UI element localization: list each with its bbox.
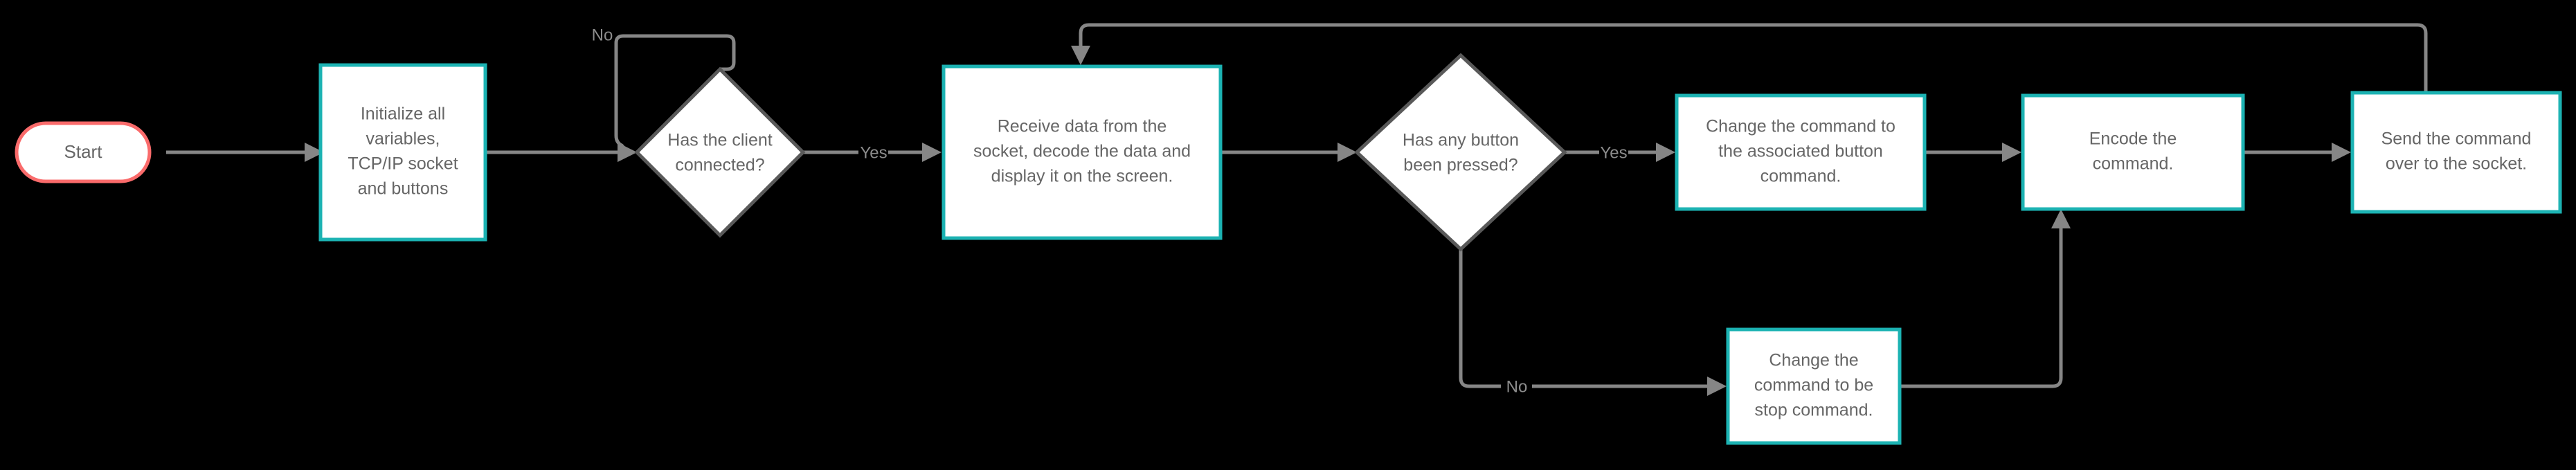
receive-shape: [942, 64, 1223, 240]
node-send[interactable]: Send the command over to the socket.: [2350, 91, 2562, 214]
nodes-group: Start Initialize all variables, TCP/IP s…: [15, 53, 2562, 445]
node-start[interactable]: Start: [15, 121, 152, 183]
receive-line-2: display it on the screen.: [991, 167, 1173, 186]
edge-client-check-no-loop: No: [592, 26, 736, 162]
node-init[interactable]: Initialize all variables, TCP/IP socket …: [318, 63, 487, 242]
change-assoc-line-1: the associated button: [1718, 142, 1883, 161]
edge-button-check-yes: Yes: [1565, 143, 1675, 162]
init-line-2: TCP/IP socket: [348, 154, 458, 174]
edge-init-to-client-check: [485, 143, 637, 162]
encode-shape: [2021, 93, 2245, 211]
init-line-0: Initialize all: [361, 105, 445, 124]
edge-label-no-button: No: [1506, 377, 1528, 396]
edge-start-to-init: [166, 143, 324, 162]
button-check-line-1: been pressed?: [1403, 156, 1517, 175]
client-check-line-0: Has the client: [667, 131, 773, 150]
edges-group: No Yes Yes: [166, 23, 2428, 396]
change-stop-shape: [1726, 327, 1902, 445]
node-change-stop[interactable]: Change the command to be stop command.: [1726, 327, 1902, 445]
edge-label-yes-button: Yes: [1600, 143, 1627, 162]
receive-line-1: socket, decode the data and: [973, 142, 1191, 161]
edge-change-stop-to-encode: [1900, 209, 2071, 388]
edge-label-yes-client: Yes: [860, 143, 887, 162]
node-receive[interactable]: Receive data from the socket, decode the…: [942, 64, 1223, 240]
edge-client-check-yes: Yes: [803, 143, 942, 162]
node-change-assoc[interactable]: Change the command to the associated but…: [1675, 93, 1927, 211]
edge-receive-to-button-check: [1221, 143, 1357, 162]
button-check-line-0: Has any button: [1403, 131, 1519, 150]
encode-line-0: Encode the: [2089, 129, 2177, 149]
edge-send-back-to-receive: [1071, 23, 2428, 93]
start-label: Start: [64, 141, 103, 162]
change-assoc-line-2: command.: [1760, 167, 1841, 186]
init-shape: [318, 63, 487, 242]
init-line-3: and buttons: [358, 179, 449, 199]
edge-label-no-client: No: [592, 26, 613, 44]
change-stop-line-1: command to be: [1754, 376, 1873, 395]
change-assoc-shape: [1675, 93, 1927, 211]
init-line-1: variables,: [366, 129, 440, 149]
edge-encode-to-send: [2244, 143, 2351, 162]
node-encode[interactable]: Encode the command.: [2021, 93, 2245, 211]
node-button-check[interactable]: Has any button been pressed?: [1354, 53, 1567, 252]
send-shape: [2350, 91, 2562, 214]
start-shape: [15, 121, 152, 183]
receive-line-0: Receive data from the: [998, 117, 1167, 136]
encode-line-1: command.: [2093, 154, 2174, 174]
edge-change-assoc-to-encode: [1925, 143, 2021, 162]
change-stop-line-0: Change the: [1769, 351, 1858, 370]
change-assoc-line-0: Change the command to: [1706, 117, 1895, 136]
node-client-check[interactable]: Has the client connected?: [634, 66, 806, 238]
button-check-shape: [1354, 53, 1567, 252]
send-line-0: Send the command: [2381, 129, 2532, 149]
client-check-line-1: connected?: [675, 156, 764, 175]
change-stop-line-2: stop command.: [1755, 401, 1873, 420]
edge-button-check-no: No: [1459, 249, 1727, 396]
client-check-shape: [634, 66, 806, 238]
send-line-1: over to the socket.: [2386, 154, 2527, 174]
